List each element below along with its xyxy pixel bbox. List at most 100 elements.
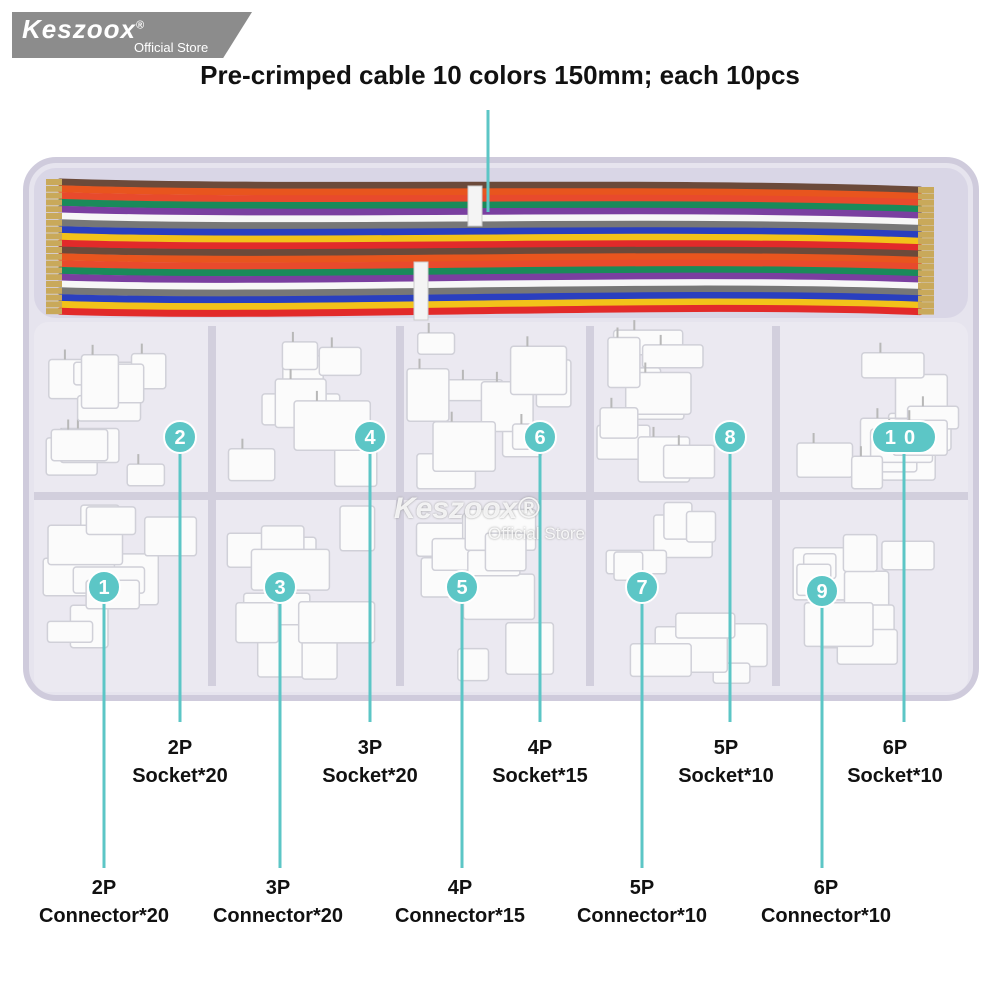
connector-piece xyxy=(803,602,874,648)
connector-piece xyxy=(318,346,362,377)
crimp-terminal xyxy=(46,226,62,233)
crimp-terminal xyxy=(918,206,934,213)
brand-banner xyxy=(12,12,252,58)
label-socket-2p-size: 2P xyxy=(167,737,193,759)
label-socket-4p-qty: Socket*15 xyxy=(492,765,588,787)
connector-piece xyxy=(881,540,935,571)
crimp-terminal xyxy=(46,267,62,274)
crimp-terminal xyxy=(918,212,934,219)
connector-piece xyxy=(46,620,94,644)
label-connector-5p-qty: Connector*10 xyxy=(576,905,708,927)
crimp-terminal xyxy=(918,187,934,193)
registered-mark: ® xyxy=(135,19,146,32)
wire xyxy=(56,246,924,258)
marker-badge xyxy=(625,570,659,604)
label-socket-2p-qty: Socket*20 xyxy=(132,765,228,787)
label-socket-5p-qty: Socket*10 xyxy=(678,765,774,787)
connector-piece xyxy=(432,420,497,473)
connector-piece xyxy=(339,505,376,552)
wire xyxy=(56,292,924,304)
marker-2: 2 xyxy=(163,420,197,454)
brand-name: Keszoox® xyxy=(22,14,146,44)
crimp-terminal xyxy=(918,199,934,206)
marker-6: 6 xyxy=(523,420,557,454)
crimp-terminal xyxy=(46,287,62,294)
wire xyxy=(56,298,924,311)
connector-piece xyxy=(629,643,692,678)
marker-number: 9 xyxy=(816,581,827,603)
connector-piece xyxy=(850,455,884,490)
wire xyxy=(56,226,924,239)
marker-5: 5 xyxy=(445,570,479,604)
wire xyxy=(56,266,924,277)
label-connector-2p: 2P Connector*20 xyxy=(19,874,189,930)
connector-piece xyxy=(227,447,276,482)
marker-badge xyxy=(805,574,839,608)
wire xyxy=(56,178,924,194)
crimp-terminal xyxy=(918,251,934,257)
marker-7: 7 xyxy=(625,570,659,604)
crimp-terminal xyxy=(918,263,934,270)
marker-9: 9 xyxy=(805,574,839,608)
label-connector-6p: 6P Connector*10 xyxy=(741,874,911,930)
label-socket-6p: 6P Socket*10 xyxy=(810,734,980,790)
crimp-terminal xyxy=(918,270,934,277)
label-connector-2p-size: 2P xyxy=(91,877,117,899)
crimp-terminal xyxy=(46,281,62,287)
marker-4: 4 xyxy=(353,420,387,454)
marker-1: 1 xyxy=(87,570,121,604)
label-socket-6p-qty: Socket*10 xyxy=(847,765,943,787)
crimp-terminal xyxy=(46,185,62,192)
marker-badge xyxy=(163,420,197,454)
headline: Pre-crimped cable 10 colors 150mm; each … xyxy=(200,60,800,90)
marker-badge xyxy=(87,570,121,604)
label-connector-4p-size: 4P xyxy=(447,877,473,899)
connector-piece xyxy=(406,367,450,422)
label-socket-3p: 3P Socket*20 xyxy=(285,734,455,790)
connector-piece xyxy=(281,341,319,371)
crimp-terminal xyxy=(918,276,934,283)
label-connector-6p-qty: Connector*10 xyxy=(760,905,892,927)
compartment-dividers xyxy=(34,326,968,686)
connector-piece xyxy=(85,506,137,536)
label-connector-4p: 4P Connector*15 xyxy=(375,874,545,930)
label-socket-5p-size: 5P xyxy=(713,737,739,759)
connector-piece xyxy=(416,332,456,355)
wire xyxy=(56,279,924,290)
marker-badge xyxy=(871,420,937,454)
connector-piece xyxy=(505,622,555,675)
marker-badge xyxy=(523,420,557,454)
crimp-terminal xyxy=(46,199,62,206)
pointer-lines xyxy=(102,110,906,868)
crimp-terminal xyxy=(918,302,934,309)
marker-badge xyxy=(445,570,479,604)
marker-number: 4 xyxy=(364,427,376,449)
connector-piece xyxy=(509,345,568,396)
marker-10: 10 xyxy=(871,420,937,454)
marker-badge xyxy=(263,570,297,604)
label-connector-3p-size: 3P xyxy=(265,877,291,899)
label-socket-3p-size: 3P xyxy=(357,737,383,759)
crimp-terminal xyxy=(46,233,62,240)
connector-piece xyxy=(860,351,925,379)
connector-piece xyxy=(624,371,692,415)
crimp-terminal xyxy=(918,225,934,232)
label-connector-5p: 5P Connector*10 xyxy=(557,874,727,930)
brand-subtitle: Official Store xyxy=(134,40,209,55)
crimp-terminal xyxy=(918,283,934,289)
label-connector-4p-qty: Connector*15 xyxy=(394,905,526,927)
crimp-terminal xyxy=(46,219,62,226)
connector-piece xyxy=(685,510,717,543)
label-connector-3p: 3P Connector*20 xyxy=(193,874,363,930)
label-connector-5p-size: 5P xyxy=(629,877,655,899)
marker-3: 3 xyxy=(263,570,297,604)
crimp-terminal xyxy=(46,260,62,267)
connector-piece xyxy=(842,533,878,573)
marker-number: 6 xyxy=(534,427,545,449)
connector-piece xyxy=(641,344,704,369)
label-connector-6p-size: 6P xyxy=(813,877,839,899)
label-socket-4p-size: 4P xyxy=(527,737,553,759)
crimp-terminal xyxy=(46,253,62,260)
marker-number: 3 xyxy=(274,577,285,599)
